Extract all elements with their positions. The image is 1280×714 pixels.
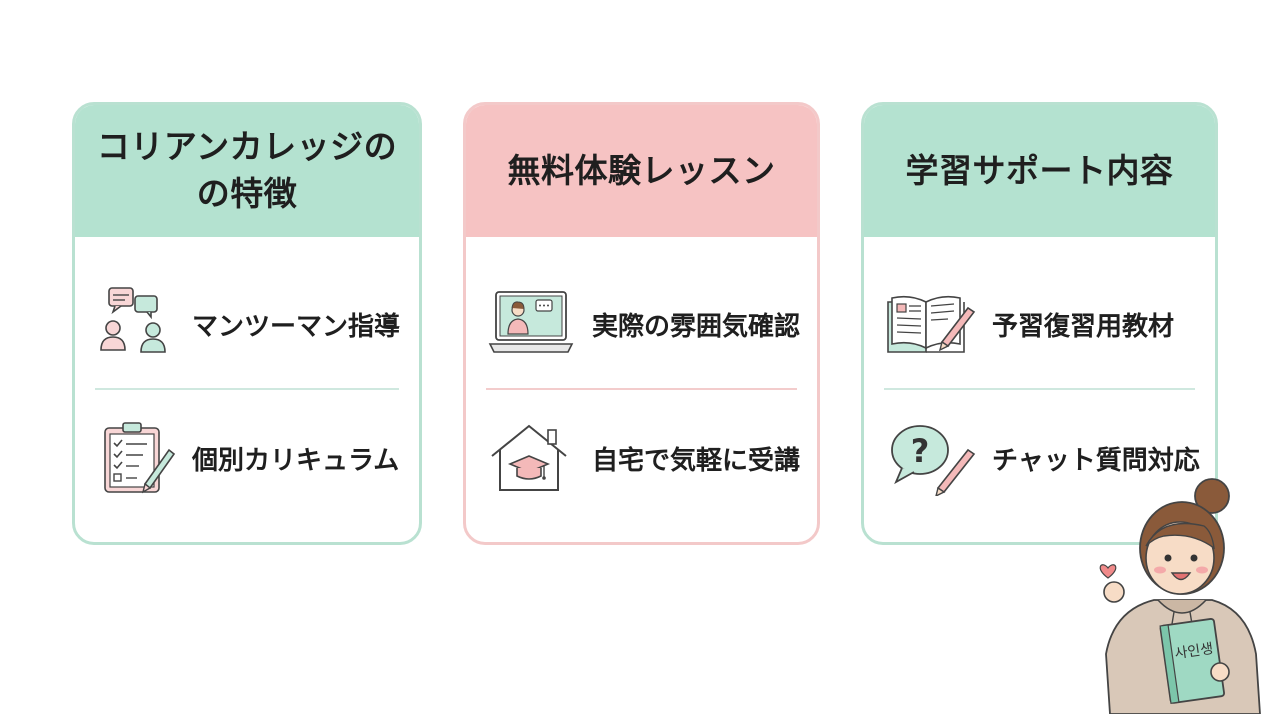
card-header: コリアンカレッジの の特徴: [75, 105, 419, 237]
list-item-chat-support: ? チャット質問対応: [864, 403, 1215, 513]
video-lesson-icon: [488, 291, 574, 353]
feature-card-study-support: 学習サポート内容 予習復習用教材 ?: [861, 102, 1218, 545]
divider: [95, 388, 399, 390]
girl-mascot-illustration: 사인생: [1099, 478, 1261, 714]
card-header: 学習サポート内容: [864, 105, 1215, 237]
feature-card-korean-college: コリアンカレッジの の特徴 マンツーマン指導: [72, 102, 422, 545]
question-chat-icon: ?: [891, 425, 976, 496]
item-label: マンツーマン指導: [192, 311, 401, 342]
card-header: 無料体験レッスン: [466, 105, 817, 237]
divider: [884, 388, 1195, 390]
list-item-atmosphere: 実際の雰囲気確認: [466, 269, 817, 379]
clipboard-checklist-icon: [104, 422, 175, 494]
card-title: 学習サポート内容: [905, 150, 1174, 190]
divider: [486, 388, 797, 390]
item-label: チャット質問対応: [992, 445, 1200, 476]
home-graduation-icon: [491, 424, 567, 491]
card-title: 無料体験レッスン: [507, 150, 776, 190]
chat-people-icon: [100, 287, 166, 353]
open-book-pencil-icon: [887, 295, 976, 353]
feature-card-free-trial: 無料体験レッスン 実際の雰囲気確認 自宅で気軽に受講: [463, 102, 820, 545]
item-label: 個別カリキュラム: [192, 445, 400, 476]
book-text: 사인생: [1174, 641, 1214, 662]
list-item-curriculum: 個別カリキュラム: [75, 403, 419, 513]
svg-text:?: ?: [911, 432, 930, 470]
item-label: 予習復習用教材: [992, 311, 1175, 342]
item-label: 自宅で気軽に受講: [592, 445, 801, 476]
item-label: 実際の雰囲気確認: [592, 311, 801, 342]
card-title: コリアンカレッジの の特徴: [96, 127, 398, 213]
list-item-one-on-one: マンツーマン指導: [75, 269, 419, 379]
list-item-home-study: 自宅で気軽に受講: [466, 403, 817, 513]
list-item-materials: 予習復習用教材: [864, 269, 1215, 379]
